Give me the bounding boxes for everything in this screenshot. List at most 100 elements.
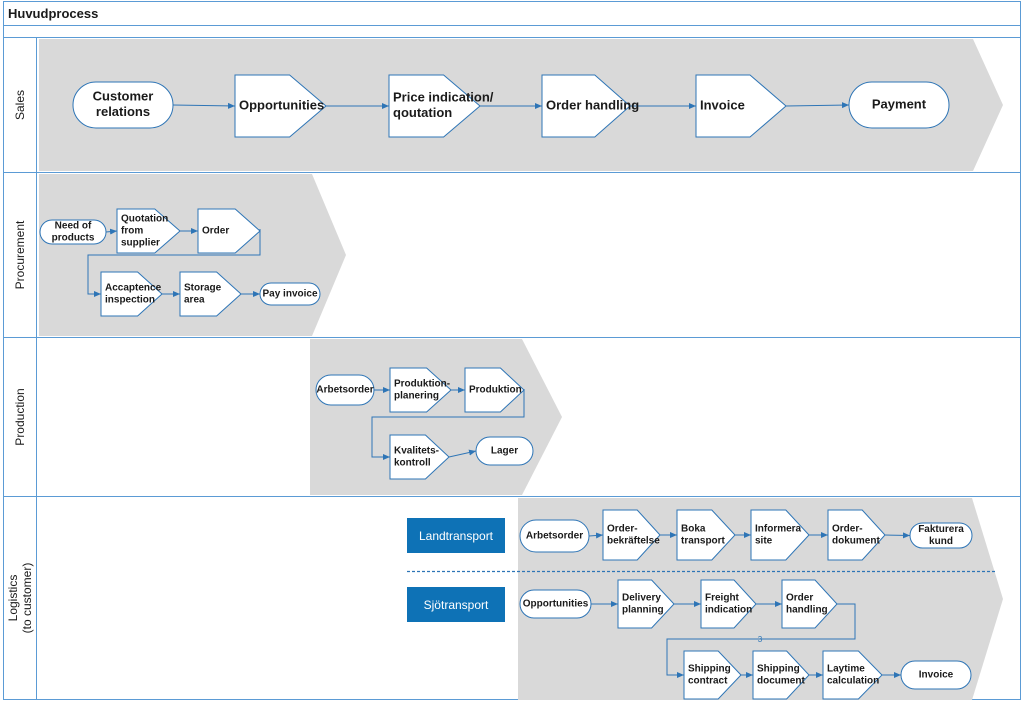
step-label: Produktion-planering [394,379,450,402]
step-label: Arbetsorder [316,385,373,396]
pentagon-shape [389,434,450,480]
flow-arrow-l1-to-l2 [588,532,604,539]
pentagon-shape [602,509,661,561]
sjotransport-label: Sjötransport [424,598,489,612]
terminal-shape [39,219,107,245]
process-step-opportunities: Opportunities [519,589,592,619]
terminal-shape [519,589,592,619]
lane-label-procurement: Procurement [13,220,27,289]
step-label: Order-bekräftelse [607,524,660,547]
terminal-shape [909,522,973,549]
pentagon-shape [827,509,886,561]
pentagon-shape [389,367,452,413]
terminal-shape [519,519,590,553]
pentagon-shape [676,509,736,561]
step-label: Invoice [700,97,745,112]
process-step-arbetsorder: Arbetsorder [315,374,375,406]
pentagon-shape [234,74,327,138]
process-step-arbetsorder: Arbetsorder [519,519,590,553]
flow-arrow-q4-to-q5 [666,603,856,678]
flow-arrow-r3-to-r4 [371,389,525,460]
pentagon-shape [752,650,810,700]
terminal-shape [475,436,534,466]
pentagon-shape [179,271,242,317]
pentagon-shape [197,208,261,254]
step-label: Invoice [919,670,954,681]
flow-arrow-r4-to-r5 [448,449,477,458]
pentagon-shape [617,579,675,629]
pentagon-shape [781,579,838,629]
terminal-shape [259,282,321,306]
step-label: Opportunities [523,599,589,610]
step-label: Order [202,226,229,237]
terminal-shape [72,81,174,129]
process-step-lager: Lager [475,436,534,466]
step-label: Price indication/qoutation [393,89,494,120]
pentagon-shape [683,650,742,700]
diagram-title: Huvudprocess [8,6,98,21]
step-label: Produktion [469,385,522,396]
flow-arrow-p3-to-p4 [87,229,261,297]
step-label: Arbetsorder [526,531,583,542]
pentagon-shape [822,650,883,700]
pentagon-shape [388,74,481,138]
step-label: Order handling [546,97,639,112]
pentagon-shape [464,367,525,413]
lane-label-production: Production [13,388,27,445]
pentagon-shape [695,74,787,138]
process-step-payment: Payment [848,81,950,129]
step-label: Pay invoice [262,289,317,300]
step-label: Order-dokument [832,524,880,547]
landtransport-label: Landtransport [419,529,494,543]
process-step-produktion: Produktion [464,367,525,413]
sales-phase-band [39,39,1003,171]
process-step-order-bekräftelse: Order-bekräftelse [602,509,661,561]
process-step-produktion-planering: Produktion-planering [389,367,452,413]
process-step-kvalitets-kontroll: Kvalitets-kontroll [389,434,450,480]
process-step-price-indication-qoutation: Price indication/qoutation [388,74,494,138]
lane-label-sales: Sales [13,90,27,120]
step-label: Opportunities [239,97,324,112]
flow-arrow-s5-to-s6 [785,102,850,109]
pentagon-shape [700,579,757,629]
terminal-shape [848,81,950,129]
process-step-order: Order [197,208,261,254]
sjotransport-box [407,587,505,622]
step-label: Kvalitets-kontroll [394,446,439,469]
flow-arrow-l5-to-l6 [884,532,911,539]
pentagon-shape [541,74,631,138]
terminal-shape [315,374,375,406]
landtransport-box [407,518,505,553]
lane-label-logistics-line: (to customer) [20,563,34,634]
flow-arrow-s1-to-s2 [172,102,236,109]
process-step-order-dokument: Order-dokument [827,509,886,561]
process-step-invoice: Invoice [695,74,787,138]
